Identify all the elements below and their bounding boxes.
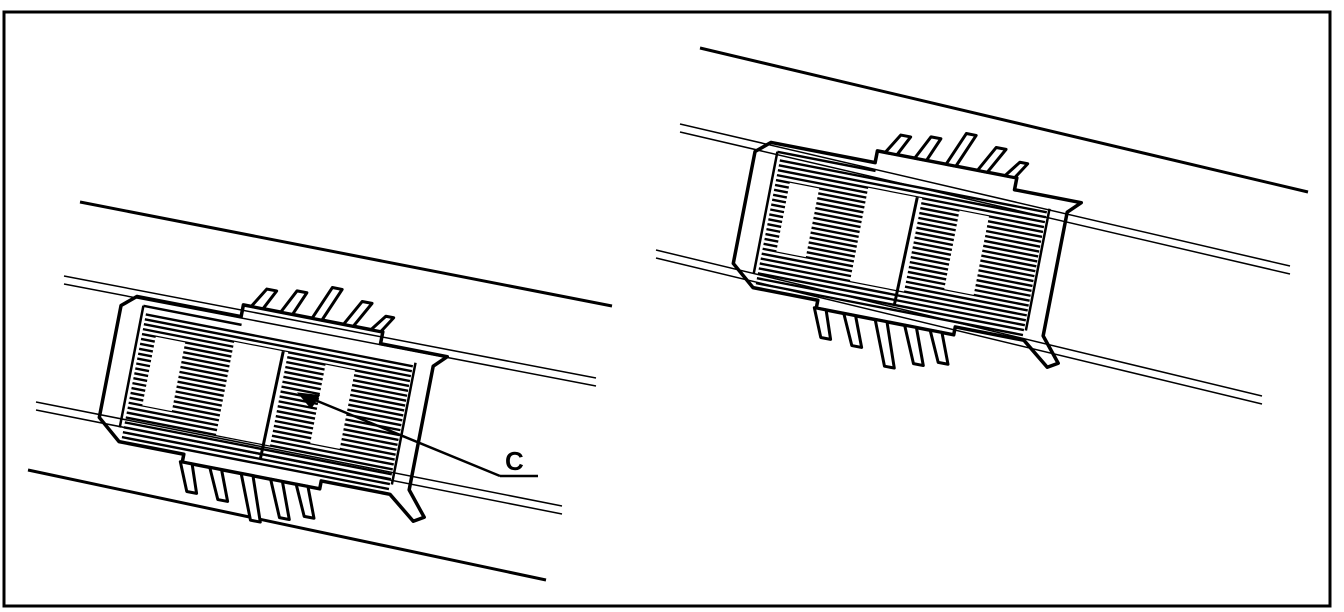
- rail-top: [79, 200, 613, 308]
- rail-top: [699, 46, 1309, 194]
- callout-leader: [297, 392, 538, 478]
- rail-bottom: [27, 468, 547, 582]
- callout-label: C: [505, 446, 524, 476]
- left-view: C: [27, 200, 613, 582]
- track-upper: [679, 123, 1291, 275]
- right-view: [655, 46, 1309, 405]
- figure-border: [2, 10, 1332, 608]
